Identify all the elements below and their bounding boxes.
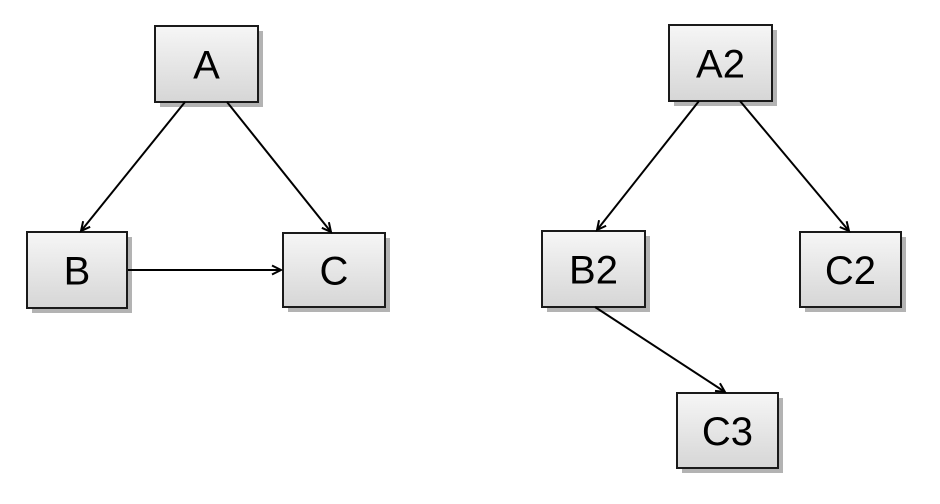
edge-A2-B2[interactable] xyxy=(595,100,700,232)
node-label: A xyxy=(193,44,220,88)
edge-B2-C3[interactable] xyxy=(594,306,727,394)
node-box[interactable] xyxy=(26,231,128,309)
node-C[interactable]: C xyxy=(282,232,390,312)
node-B[interactable]: B xyxy=(26,231,132,313)
edge-A-B[interactable] xyxy=(79,101,186,233)
node-C3[interactable]: C3 xyxy=(676,392,783,473)
node-A[interactable]: A xyxy=(154,25,263,107)
node-box[interactable] xyxy=(541,230,646,308)
node-box[interactable] xyxy=(799,231,902,308)
node-box[interactable] xyxy=(154,25,259,103)
node-box[interactable] xyxy=(282,232,386,308)
node-label: C2 xyxy=(825,249,876,293)
node-label: B xyxy=(64,250,91,294)
node-label: A2 xyxy=(696,43,745,87)
node-C2[interactable]: C2 xyxy=(799,231,906,312)
node-box[interactable] xyxy=(668,24,773,102)
edge-A2-C2[interactable] xyxy=(739,100,851,233)
edge-A-C[interactable] xyxy=(226,101,333,234)
node-label: B2 xyxy=(569,249,618,293)
node-label: C3 xyxy=(702,410,753,454)
node-B2[interactable]: B2 xyxy=(541,230,650,312)
node-label: C xyxy=(320,250,349,294)
left-graph: A B C xyxy=(26,25,390,313)
node-box[interactable] xyxy=(676,392,779,469)
node-A2[interactable]: A2 xyxy=(668,24,777,106)
